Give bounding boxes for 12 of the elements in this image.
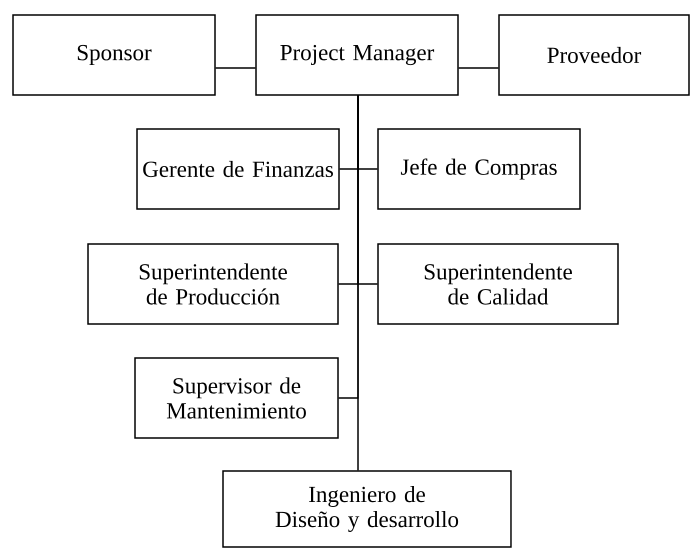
role-box: Ingeniero de Diseño y desarrollo: [222, 470, 512, 548]
role-box: Jefe de Compras: [377, 128, 581, 210]
role-box: Gerente de Finanzas: [136, 128, 340, 210]
connector-line: [216, 67, 256, 69]
connector-line: [357, 96, 359, 470]
role-box: Superintendente de Calidad: [377, 243, 619, 325]
connector-line: [458, 67, 498, 69]
role-box: Supervisor de Mantenimiento: [134, 357, 339, 439]
role-box: Sponsor: [12, 14, 216, 96]
role-box: Project Manager: [255, 14, 459, 96]
role-box: Proveedor: [498, 14, 690, 96]
role-box: Superintendente de Producción: [87, 243, 339, 325]
